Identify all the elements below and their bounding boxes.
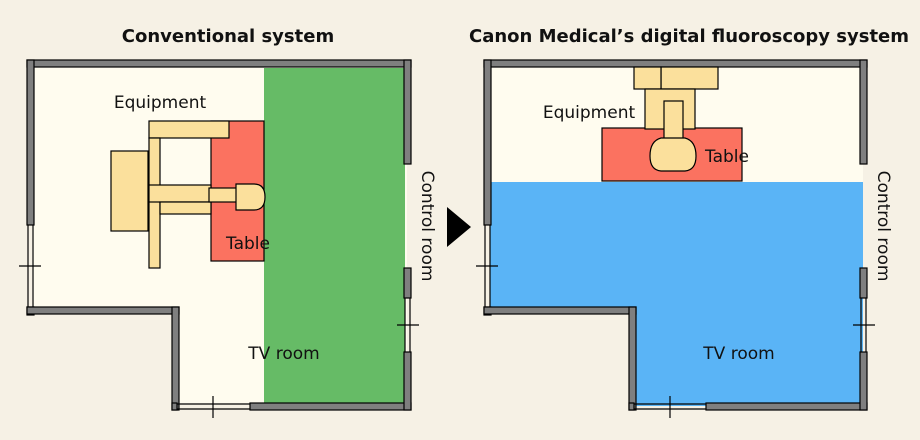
conventional-system-panel: Conventional system — [19, 26, 437, 418]
digital-equipment — [633, 66, 719, 172]
conventional-room-walls — [26, 59, 412, 411]
digital-equipment-label: Equipment — [543, 103, 636, 123]
digital-tv-room-label: TV room — [702, 344, 774, 364]
conventional-tv-room-label: TV room — [247, 344, 319, 364]
digital-room-doors — [476, 225, 875, 418]
digital-room-walls — [483, 59, 868, 411]
conventional-table-label: Table — [225, 234, 270, 254]
conventional-room-doors — [19, 225, 419, 418]
digital-control-room-label: Control room — [873, 171, 893, 282]
digital-system-title: Canon Medical’s digital fluoroscopy syst… — [469, 26, 909, 47]
digital-table-label: Table — [704, 147, 749, 167]
digital-fluoroscopy-panel: Canon Medical’s digital fluoroscopy syst… — [469, 26, 909, 418]
digital-tv-room-area — [490, 182, 863, 406]
conventional-control-room-label: Control room — [417, 171, 437, 282]
conventional-tv-room-area — [264, 68, 405, 406]
conventional-system-title: Conventional system — [122, 26, 334, 47]
conventional-equipment — [110, 120, 266, 269]
conventional-equipment-label: Equipment — [114, 93, 207, 113]
triangle-right-icon — [447, 207, 471, 247]
